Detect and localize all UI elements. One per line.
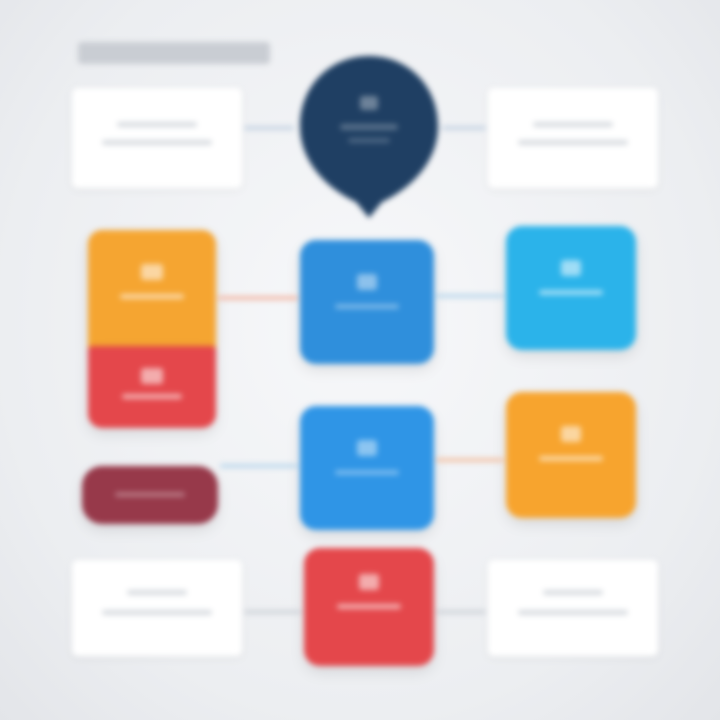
bottom-left-card bbox=[72, 560, 242, 656]
top-right-card bbox=[488, 88, 658, 188]
right-sky-tile bbox=[506, 226, 636, 350]
edge-blue-to-sky bbox=[436, 294, 504, 298]
left-orange-tile bbox=[88, 230, 216, 352]
edge-blue-to-orange bbox=[436, 458, 504, 462]
edge-card-to-red bbox=[244, 610, 302, 614]
edge-top-right bbox=[442, 126, 486, 130]
start-pin-icon bbox=[300, 56, 438, 218]
left-red-tile bbox=[88, 346, 216, 428]
top-left-card bbox=[72, 88, 242, 188]
center-red-tile bbox=[304, 548, 434, 666]
edge-red-to-card bbox=[436, 610, 486, 614]
edge-orange-to-blue bbox=[218, 296, 298, 300]
diagram-title bbox=[78, 42, 270, 64]
edge-maroon-to-blue bbox=[220, 464, 298, 468]
edge-top-left bbox=[244, 126, 294, 130]
center-blue-tile-2 bbox=[300, 406, 434, 530]
bottom-right-card bbox=[488, 560, 658, 656]
left-maroon-pill bbox=[82, 466, 218, 524]
right-orange-tile bbox=[506, 392, 636, 518]
center-blue-tile-1 bbox=[300, 240, 434, 364]
